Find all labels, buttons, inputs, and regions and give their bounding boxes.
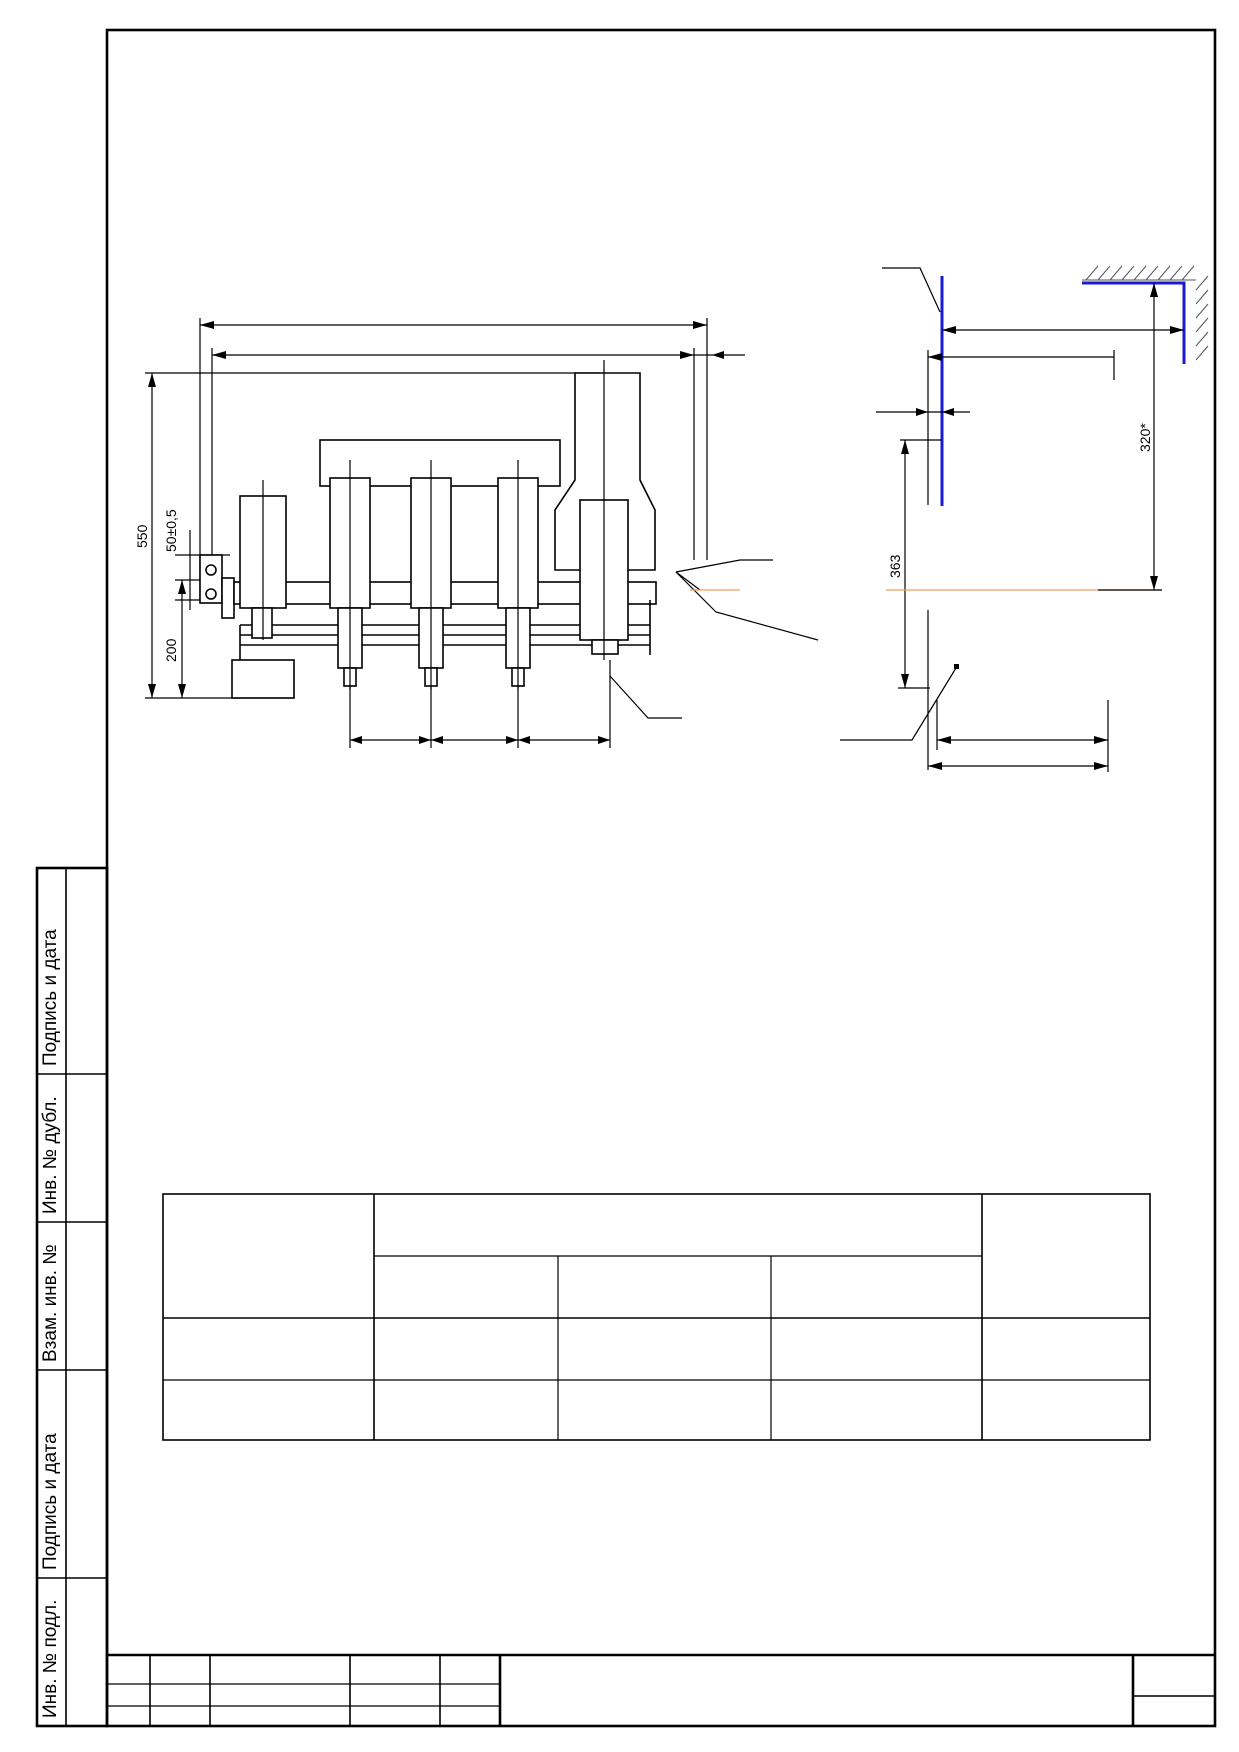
title-block [107, 1653, 1215, 1726]
side-label-dup-inv: Инв. № дубл. [40, 1096, 61, 1214]
side-label-replace-inv: Взам. инв. № [40, 1244, 61, 1362]
side-label-signature-2: Подпись и дата [40, 1433, 61, 1570]
assembly-view: 550 50±0,5 200 [134, 318, 819, 748]
side-label-signature-1: Подпись и дата [40, 929, 61, 1066]
dim-right-view-offset: 320* [1137, 423, 1153, 452]
dim-overall-height: 550 [134, 524, 150, 548]
drawing-frame [105, 28, 1217, 1728]
side-stamp: Подпись и дата Инв. № дубл. Взам. инв. №… [35, 866, 109, 1728]
dim-lower-height: 200 [163, 638, 179, 662]
dim-right-view-height: 363 [887, 554, 903, 578]
spec-table [162, 1193, 1151, 1441]
mounting-view: 363 320* [840, 265, 1209, 772]
dim-hole-spacing: 50±0,5 [163, 509, 179, 552]
side-label-orig-inv: Инв. № подл. [40, 1600, 61, 1718]
